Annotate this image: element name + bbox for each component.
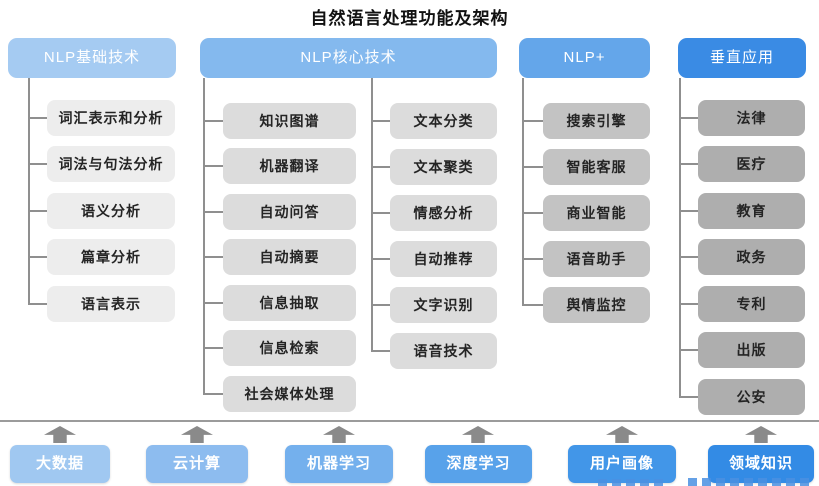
node-information-retrieval: 信息检索 [203,330,356,366]
up-arrow-icon [44,426,76,443]
node-social-media-processing: 社会媒体处理 [203,376,356,412]
node-sentiment-analysis: 情感分析 [371,195,497,231]
node-discourse-analysis: 篇章分析 [28,239,175,275]
node-morphology-syntax: 词法与句法分析 [28,146,175,182]
node-speech-technology: 语音技术 [371,333,497,369]
node-smart-customer-service: 智能客服 [522,149,650,185]
column-header-nlp-core: NLP核心技术 [200,38,497,78]
node-information-extraction: 信息抽取 [203,285,356,321]
node-machine-translation: 机器翻译 [203,148,356,184]
node-language-representation: 语言表示 [28,286,175,322]
node-medical: 医疗 [679,146,805,182]
foundation-big-data: 大数据 [10,445,110,483]
node-business-intelligence: 商业智能 [522,195,650,231]
node-auto-summarization: 自动摘要 [203,239,356,275]
up-arrow-icon [462,426,494,443]
node-government: 政务 [679,239,805,275]
watermark-fragment [688,478,814,486]
node-ocr: 文字识别 [371,287,497,323]
column-header-nlp-basic: NLP基础技术 [8,38,176,78]
node-semantic-analysis: 语义分析 [28,193,175,229]
column-header-vertical-apps: 垂直应用 [678,38,806,78]
node-opinion-monitoring: 舆情监控 [522,287,650,323]
page-title: 自然语言处理功能及架构 [310,9,509,28]
foundation-cloud-computing: 云计算 [146,445,248,483]
connector-line-col4 [679,78,681,397]
connector-line-col1 [28,78,30,304]
connector-line-col3 [522,78,524,305]
watermark-fragment [598,479,664,486]
foundation-machine-learning: 机器学习 [285,445,393,483]
node-search-engine: 搜索引擎 [522,103,650,139]
node-patent: 专利 [679,286,805,322]
node-lexical-representation: 词汇表示和分析 [28,100,175,136]
column-header-nlp-plus: NLP+ [519,38,650,78]
node-text-clustering: 文本聚类 [371,149,497,185]
up-arrow-icon [181,426,213,443]
foundation-domain-knowledge: 领域知识 [708,445,814,483]
connector-line-col2-right [371,78,373,351]
up-arrow-icon [323,426,355,443]
node-auto-recommendation: 自动推荐 [371,241,497,277]
node-public-security: 公安 [679,379,805,415]
connector-line-col2-left [203,78,205,394]
node-text-classification: 文本分类 [371,103,497,139]
foundation-deep-learning: 深度学习 [425,445,532,483]
foundation-separator-line [0,420,819,422]
node-voice-assistant: 语音助手 [522,241,650,277]
node-education: 教育 [679,193,805,229]
node-publishing: 出版 [679,332,805,368]
node-question-answering: 自动问答 [203,194,356,230]
up-arrow-icon [606,426,638,443]
node-knowledge-graph: 知识图谱 [203,103,356,139]
foundation-user-profile: 用户画像 [568,445,676,483]
node-law: 法律 [679,100,805,136]
up-arrow-icon [745,426,777,443]
